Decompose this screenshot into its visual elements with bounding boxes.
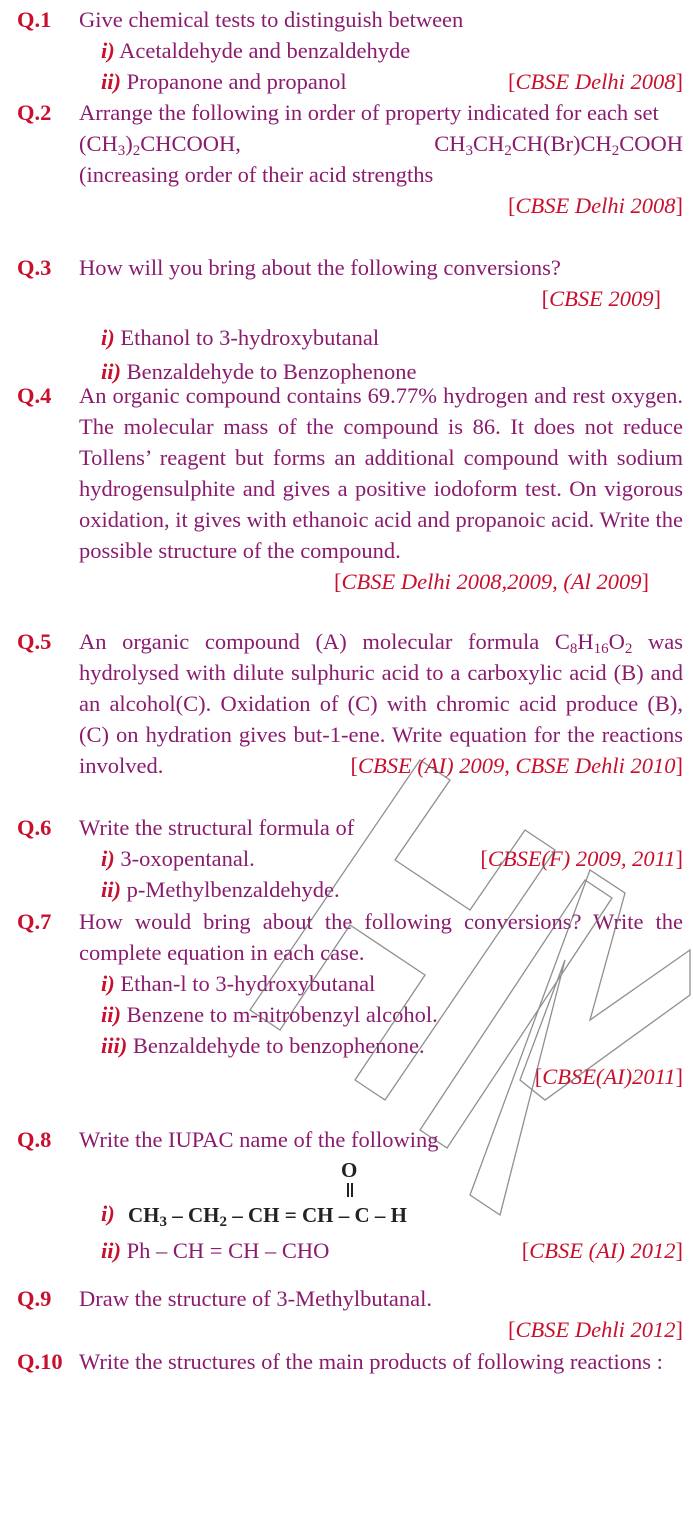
sub-item: ii) Benzaldehyde to Benzophenone	[101, 359, 417, 384]
question-number: Q.6	[17, 815, 52, 840]
sub-item: i) Ethan-l to 3-hydroxybutanal	[101, 971, 376, 996]
question-1: Q.1 Give chemical tests to distinguish b…	[17, 4, 683, 97]
sub-item: ii) Ph – CH = CH – CHO [CBSE (AI) 2012]	[101, 1235, 683, 1266]
citation: [CBSE Delhi 2008]	[508, 69, 683, 94]
formula-b: CH3CH2CH(Br)CH2COOH	[434, 131, 683, 159]
question-6: Q.6 Write the structural formula of i) 3…	[17, 812, 683, 905]
question-text: An organic compound (A) molecular formul…	[79, 626, 683, 781]
question-text: Give chemical tests to distinguish betwe…	[79, 7, 464, 32]
question-9: Q.9 Draw the structure of 3-Methylbutana…	[17, 1283, 683, 1345]
sub-item: i) Ethanol to 3-hydroxybutanal	[101, 325, 380, 350]
question-number: Q.2	[17, 100, 52, 125]
question-7: Q.7 How would bring about the following …	[17, 906, 683, 1092]
question-number: Q.10	[17, 1349, 63, 1374]
double-bond	[347, 1183, 353, 1197]
citation: [CBSE (AI) 2012]	[521, 1238, 683, 1263]
citation: [CBSE(F) 2009, 2011]	[480, 846, 683, 871]
question-number: Q.5	[17, 629, 52, 654]
citation: [CBSE Dehli 2012]	[508, 1317, 683, 1342]
oxygen-atom: O	[341, 1158, 358, 1182]
sub-item: ii) Propanone and propanol [CBSE Delhi 2…	[101, 66, 683, 97]
question-number: Q.1	[17, 7, 52, 32]
citation: [CBSE (AI) 2009, CBSE Dehli 2010]	[350, 753, 683, 778]
question-number: Q.9	[17, 1286, 52, 1311]
citation: [CBSE Delhi 2008,2009, (Al 2009]	[334, 569, 649, 594]
citation: [CBSE(AI)2011]	[534, 1064, 683, 1089]
sub-item: i) Acetaldehyde and benzaldehyde	[101, 38, 411, 63]
question-text: Write the IUPAC name of the following	[79, 1127, 439, 1152]
question-4: Q.4 An organic compound contains 69.77% …	[17, 380, 683, 597]
question-text: Arrange the following in order of proper…	[79, 100, 659, 125]
question-note: (increasing order of their acid strength…	[79, 162, 434, 187]
chemical-set: (CH3)2CHCOOH, CH3CH2CH(Br)CH2COOH	[79, 128, 683, 159]
sub-item: ii) Benzene to m-nitrobenzyl alcohol.	[101, 1002, 438, 1027]
sub-item: iii) Benzaldehyde to benzophenone.	[101, 1033, 425, 1058]
structural-formula: i) O CH3 – CH2 – CH = CH – C – H	[101, 1155, 683, 1231]
citation: [CBSE Delhi 2008]	[508, 193, 683, 218]
sub-item: i) 3-oxopentanal. [CBSE(F) 2009, 2011]	[101, 843, 683, 874]
item-number: i)	[101, 1201, 115, 1226]
question-text: How will you bring about the following c…	[79, 255, 561, 280]
question-10: Q.10 Write the structures of the main pr…	[17, 1346, 683, 1377]
question-text: Write the structural formula of	[79, 815, 355, 840]
question-text: Draw the structure of 3-Methylbutanal.	[79, 1286, 433, 1311]
chain-formula: CH3 – CH2 – CH = CH – C – H	[128, 1203, 407, 1230]
question-8: Q.8 Write the IUPAC name of the followin…	[17, 1124, 683, 1266]
question-2: Q.2 Arrange the following in order of pr…	[17, 97, 683, 221]
question-number: Q.7	[17, 909, 52, 934]
question-5: Q.5 An organic compound (A) molecular fo…	[17, 626, 683, 781]
question-3: Q.3 How will you bring about the followi…	[17, 252, 683, 387]
question-text: Write the structures of the main product…	[79, 1349, 663, 1374]
citation: [CBSE 2009]	[541, 286, 661, 311]
question-text: An organic compound contains 69.77% hydr…	[79, 383, 683, 563]
question-text: How would bring about the following conv…	[79, 909, 683, 965]
formula-a: (CH3)2CHCOOH,	[79, 131, 241, 159]
question-number: Q.3	[17, 255, 52, 280]
sub-item: ii) p-Methylbenzaldehyde.	[101, 877, 340, 902]
question-number: Q.4	[17, 383, 52, 408]
question-number: Q.8	[17, 1127, 52, 1152]
